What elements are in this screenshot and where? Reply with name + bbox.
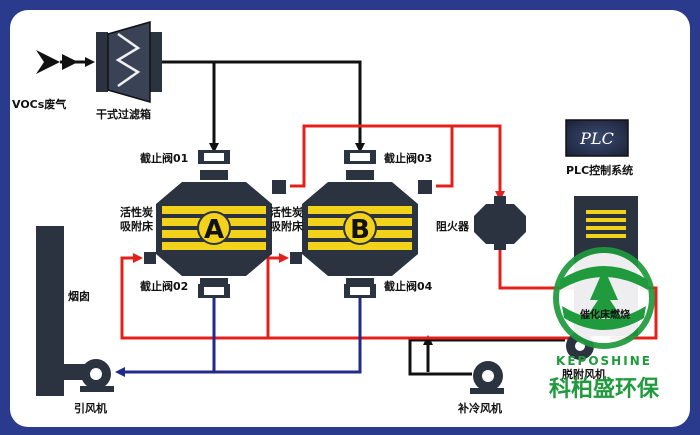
bed-b-to-top-line xyxy=(436,126,454,188)
bed-a-label-box: 活性炭吸附床 xyxy=(120,206,153,233)
chimney[interactable] xyxy=(36,226,64,396)
induced-fan-label: 引风机 xyxy=(74,401,107,415)
dry-filter-label: 干式过滤箱 xyxy=(96,107,151,121)
valve-01-label: 截止阀01 xyxy=(140,151,188,165)
catalytic-bed-label: 催化床燃烧 xyxy=(580,308,630,321)
valve-04-label: 截止阀04 xyxy=(384,279,433,293)
cooling-fan-label: 补冷风机 xyxy=(457,401,502,415)
clean-air-pipes xyxy=(115,296,362,377)
plc-system-label: PLC控制系统 xyxy=(566,163,633,177)
adsorption-bed-a[interactable]: A xyxy=(144,150,286,298)
chimney-label: 烟囱 xyxy=(68,289,90,303)
valve-02-label: 截止阀02 xyxy=(140,279,188,293)
flame-arrester-label: 阻火器 xyxy=(436,219,470,233)
bed-a-letter: A xyxy=(204,215,224,245)
return-to-bed-b xyxy=(266,253,289,338)
dry-filter-box[interactable] xyxy=(96,21,162,103)
brand-cn-text: 科柏盛环保 xyxy=(549,376,660,402)
valve-03-label: 截止阀03 xyxy=(384,151,432,165)
bed-b-letter: B xyxy=(350,215,370,245)
filter-element-icon xyxy=(115,32,141,88)
keposhine-logo xyxy=(553,247,655,349)
brand-latin-text: KEPOSHINE xyxy=(556,354,652,368)
cooling-fan[interactable] xyxy=(470,361,504,394)
flame-arrester[interactable] xyxy=(474,196,526,250)
plc-controller[interactable]: PLC xyxy=(565,119,629,157)
voc-gas-label: VOCs废气 xyxy=(12,97,66,111)
filter-to-bed-b xyxy=(160,60,365,153)
bed-a-label: 活性炭吸附床 xyxy=(120,206,153,233)
voc-inlet-arrow xyxy=(36,50,60,74)
adsorption-bed-b[interactable]: B xyxy=(290,150,432,298)
cooling-fan-line xyxy=(408,338,565,376)
tree-icon xyxy=(586,268,622,318)
arrester-to-catalytic xyxy=(498,246,575,290)
beds-to-flame-arrester xyxy=(290,124,505,201)
induced-fan[interactable] xyxy=(64,359,114,392)
exhaust-pipes xyxy=(36,50,565,376)
bed-b-to-fan xyxy=(214,296,362,374)
bed-b-label: 活性炭吸附床 xyxy=(270,206,303,233)
bed-b-label-box: 活性炭吸附床 xyxy=(270,206,303,233)
desorption-fan-label: 脱附风机 xyxy=(562,367,606,381)
plc-box-label: PLC xyxy=(579,129,614,148)
